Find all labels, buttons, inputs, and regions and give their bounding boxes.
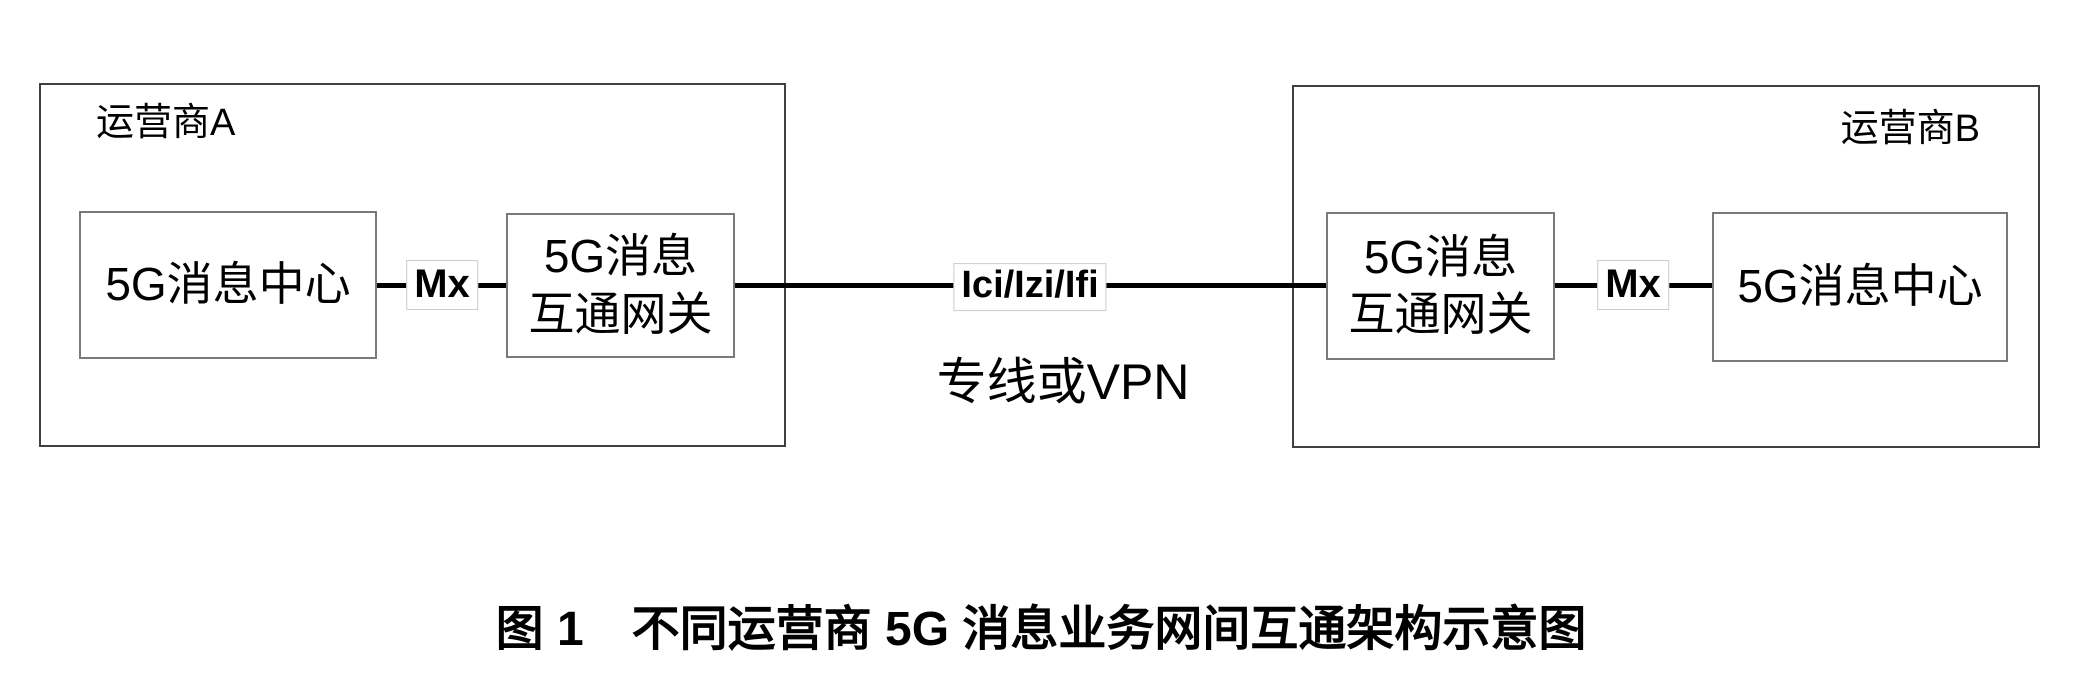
link-type-label: 专线或VPN <box>936 354 1190 410</box>
operator-b-box <box>1292 85 2040 448</box>
figure-caption: 图 1 不同运营商 5G 消息业务网间互通架构示意图 <box>495 603 1587 656</box>
gateway-b-node: 5G消息 互通网关 <box>1326 212 1555 360</box>
operator-b-label: 运营商B <box>1840 108 1980 150</box>
message-center-a-node: 5G消息中心 <box>79 211 377 359</box>
mx-a-interface-chip: Mx <box>406 260 478 310</box>
gateway-a-node: 5G消息 互通网关 <box>506 213 735 358</box>
message-center-b-node: 5G消息中心 <box>1712 212 2008 362</box>
mx-b-interface-chip: Mx <box>1597 260 1669 310</box>
operator-a-box <box>39 83 786 447</box>
operator-a-label: 运营商A <box>96 102 236 144</box>
interconnect-interface-chip: Ici/Izi/Ifi <box>953 263 1107 311</box>
